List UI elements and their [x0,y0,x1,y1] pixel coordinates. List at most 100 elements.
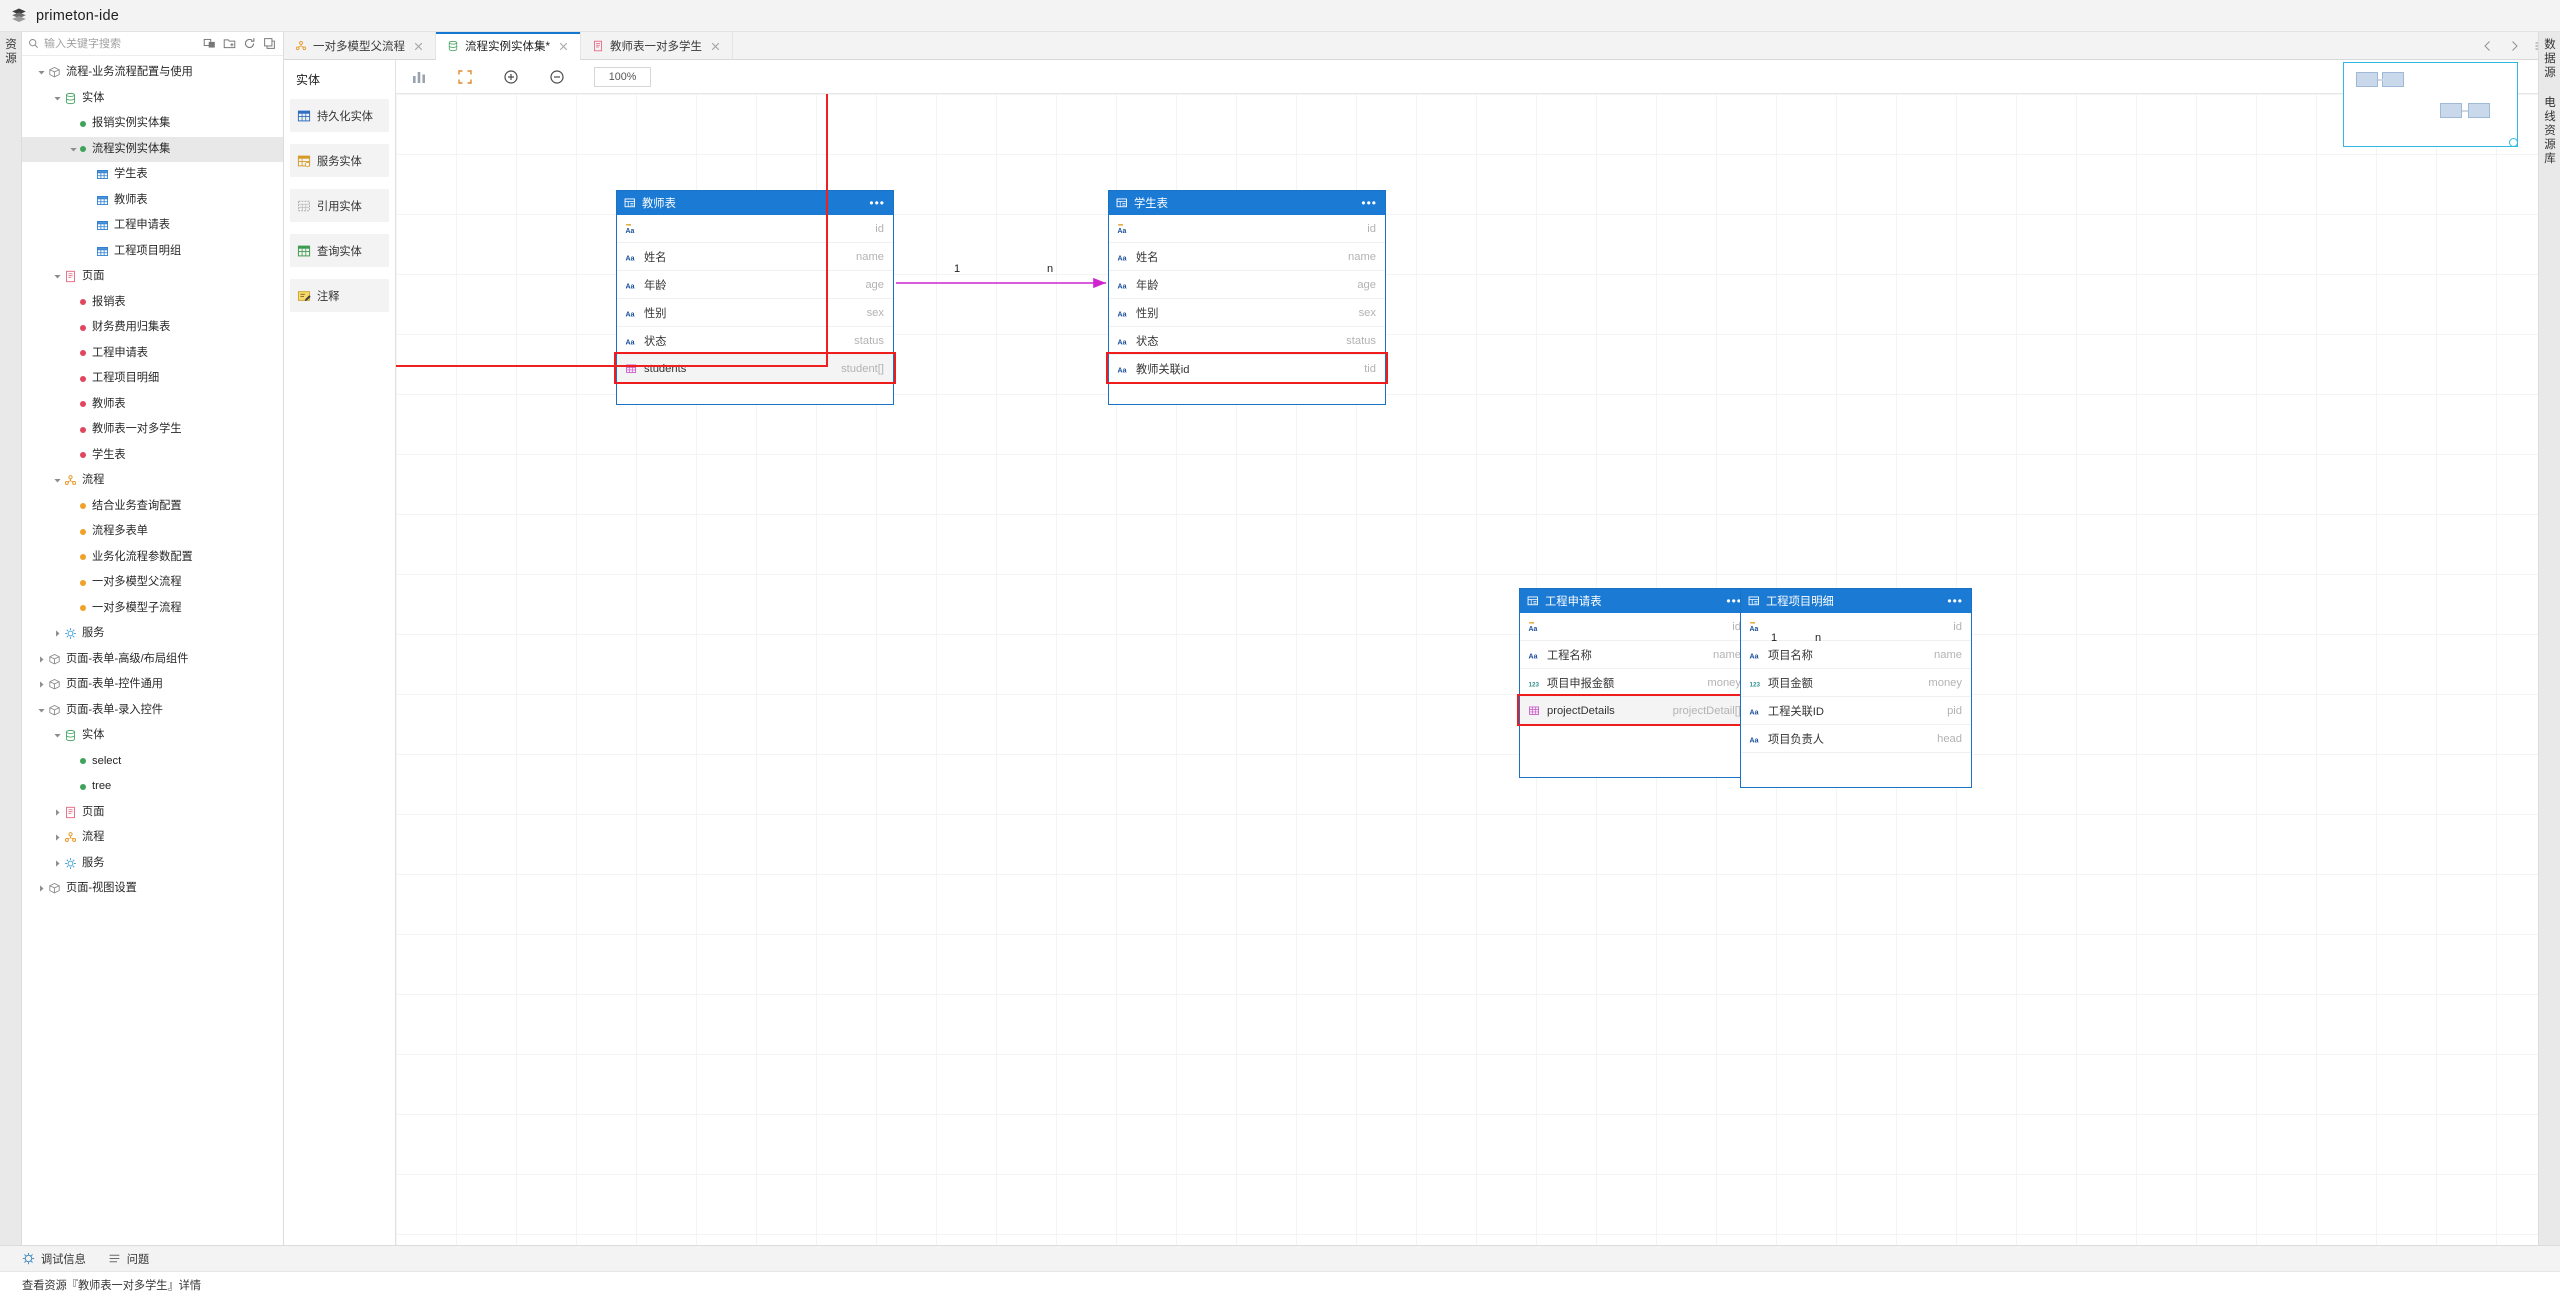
tree-item-29[interactable]: 页面 [22,800,283,826]
rail-label-datasource[interactable]: 数据源 [2544,39,2556,79]
chevron-right-icon[interactable] [52,858,63,869]
tree-item-24[interactable]: 页面-表单-控件通用 [22,672,283,698]
bottom-tab-debug[interactable]: 调试信息 [22,1251,86,1267]
editor-tab-0[interactable]: 一对多模型父流程 [284,32,436,60]
chevron-down-icon[interactable] [52,730,63,741]
close-icon[interactable] [558,41,569,52]
palette-item-0[interactable]: 持久化实体 [290,99,389,132]
entity-more-menu-icon[interactable]: ••• [1726,594,1742,608]
tree-item-30[interactable]: 流程 [22,825,283,851]
entity-more-menu-icon[interactable]: ••• [1361,196,1377,210]
tree-item-20[interactable]: 一对多模型父流程 [22,570,283,596]
palette-item-3[interactable]: 查询实体 [290,234,389,267]
tree-item-1[interactable]: 实体 [22,86,283,112]
chevron-down-icon[interactable] [52,271,63,282]
entity-more-menu-icon[interactable]: ••• [1947,594,1963,608]
tree-item-9[interactable]: 报销表 [22,290,283,316]
tree-item-18[interactable]: 流程多表单 [22,519,283,545]
tree-item-0[interactable]: 流程-业务流程配置与使用 [22,60,283,86]
chevron-down-icon[interactable] [36,67,47,78]
tree-item-13[interactable]: 教师表 [22,392,283,418]
rail-label-resource-lib[interactable]: 电线资源库 [2544,97,2556,165]
close-icon[interactable] [413,41,424,52]
close-icon[interactable] [710,41,721,52]
entity-more-menu-icon[interactable]: ••• [869,196,885,210]
chevron-right-icon[interactable] [52,832,63,843]
entity-card-header[interactable]: 工程项目明细••• [1741,589,1971,613]
entity-card-header[interactable]: 工程申请表••• [1520,589,1750,613]
tree-item-21[interactable]: 一对多模型子流程 [22,596,283,622]
new-folder-icon[interactable] [223,37,236,50]
chevron-right-icon[interactable] [2508,40,2520,52]
entity-card-header[interactable]: 教师表••• [617,191,893,215]
link-editor-icon[interactable] [203,37,216,50]
tree-item-25[interactable]: 页面-表单-录入控件 [22,698,283,724]
tree-item-8[interactable]: 页面 [22,264,283,290]
minimap-resize-handle[interactable] [2509,138,2518,147]
tree-item-4[interactable]: 学生表 [22,162,283,188]
chevron-down-icon[interactable] [68,144,79,155]
tree-item-5[interactable]: 教师表 [22,188,283,214]
tree-item-11[interactable]: 工程申请表 [22,341,283,367]
chevron-right-icon[interactable] [52,628,63,639]
palette-item-4[interactable]: 注释 [290,279,389,312]
chevron-right-icon[interactable] [36,883,47,894]
tree-item-31[interactable]: 服务 [22,851,283,877]
refresh-icon[interactable] [243,37,256,50]
palette-item-2[interactable]: 引用实体 [290,189,389,222]
chevron-right-icon[interactable] [36,654,47,665]
search-input[interactable] [44,37,203,50]
left-activity-rail[interactable]: 资源 [0,32,22,1265]
chevron-left-icon[interactable] [2482,40,2494,52]
tree-item-16[interactable]: 流程 [22,468,283,494]
fullscreen-button[interactable] [442,60,488,94]
chevron-right-icon[interactable] [52,807,63,818]
tree-item-3[interactable]: 流程实例实体集 [22,136,283,162]
palette-item-1[interactable]: 服务实体 [290,144,389,177]
editor-tab-1[interactable]: 流程实例实体集* [436,32,581,60]
tree-item-15[interactable]: 学生表 [22,443,283,469]
chevron-right-icon[interactable] [36,679,47,690]
chevron-down-icon[interactable] [36,705,47,716]
chevron-down-icon[interactable] [52,93,63,104]
right-activity-rail[interactable]: 数据源 电线资源库 [2538,32,2560,1265]
tree-item-2[interactable]: 报销实例实体集 [22,111,283,137]
tree-item-7[interactable]: 工程项目明组 [22,239,283,265]
zoom-out-button[interactable] [534,60,580,94]
tree-item-6[interactable]: 工程申请表 [22,213,283,239]
tree-item-14[interactable]: 教师表一对多学生 [22,417,283,443]
entity-card-header[interactable]: 学生表••• [1109,191,1385,215]
collapse-all-icon[interactable] [263,37,276,50]
minimap-overview[interactable] [2343,62,2518,147]
bottom-tab-problems[interactable]: 问题 [108,1251,149,1267]
rail-label-resource[interactable]: 资源 [5,39,17,65]
tree-item-12[interactable]: 工程项目明细 [22,366,283,392]
tree-item-22[interactable]: 服务 [22,621,283,647]
tree-item-32[interactable]: 页面-视图设置 [22,876,283,902]
